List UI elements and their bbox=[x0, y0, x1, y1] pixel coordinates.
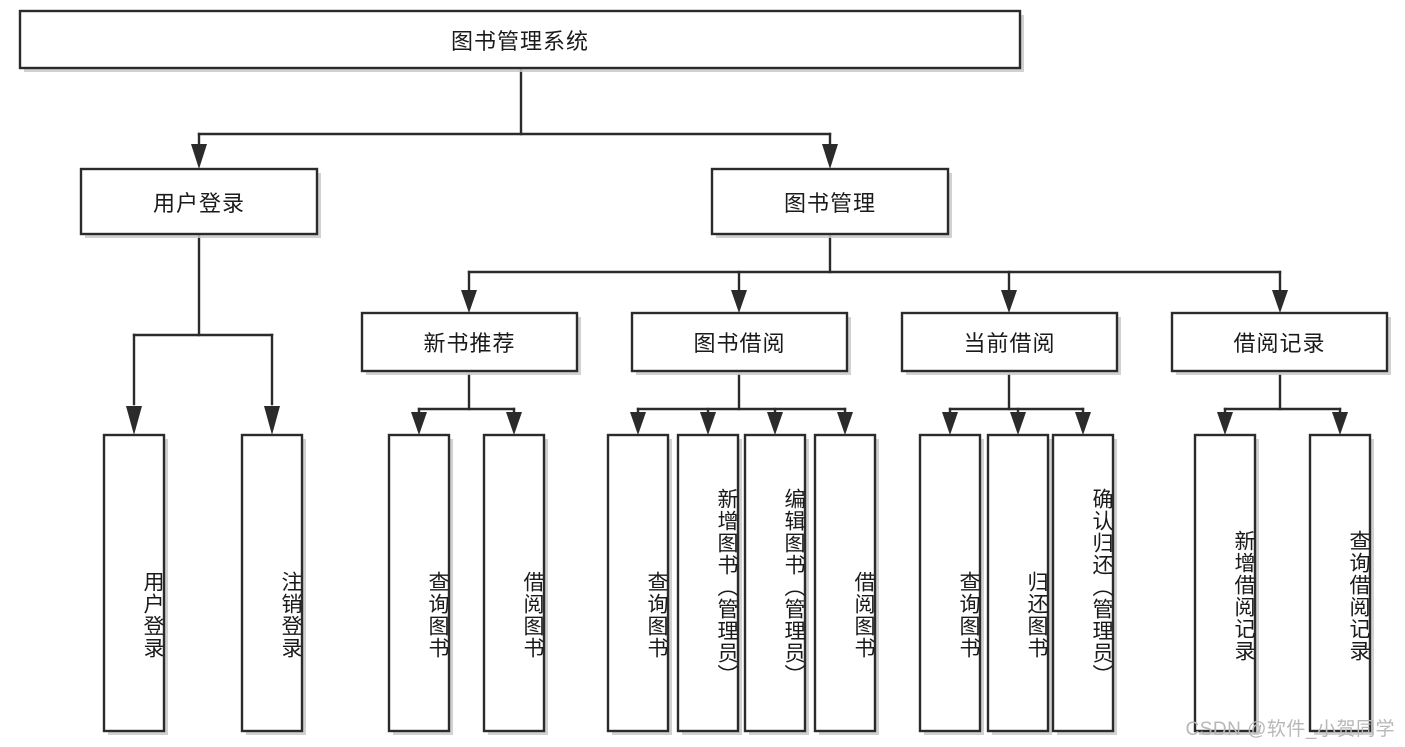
node-rect-leaf-return-book[interactable] bbox=[986, 433, 1050, 733]
node-rect-leaf-borrow-book-1[interactable] bbox=[482, 433, 546, 733]
node-rect-new-book-recommend[interactable] bbox=[360, 311, 579, 373]
node-rect-leaf-user-logout[interactable] bbox=[240, 433, 304, 733]
arrow-head-leaf-user-logout bbox=[264, 406, 280, 435]
node-rect-leaf-query-record[interactable] bbox=[1308, 433, 1372, 733]
csdn-watermark: CSDN @软件_小贺同学 bbox=[1185, 719, 1395, 740]
node-rect-current-borrow[interactable] bbox=[900, 311, 1119, 373]
node-rect-leaf-confirm-return[interactable] bbox=[1051, 433, 1115, 733]
node-rect-borrow-record[interactable] bbox=[1170, 311, 1389, 373]
arrow-head-leaf-return-book bbox=[1010, 412, 1026, 435]
arrow-head-leaf-query-book-2 bbox=[630, 412, 646, 435]
arrow-head-leaf-add-book bbox=[700, 412, 716, 435]
connector-group-new-book-recommend bbox=[411, 373, 522, 435]
node-rect-book-borrow[interactable] bbox=[630, 311, 849, 373]
arrow-head-leaf-edit-book bbox=[767, 412, 783, 435]
connector-group-book-management bbox=[461, 232, 1288, 313]
node-rect-leaf-add-record[interactable] bbox=[1193, 433, 1257, 733]
connector-group-user-login bbox=[126, 232, 280, 435]
arrow-head-leaf-query-book-1 bbox=[411, 412, 427, 435]
node-rect-leaf-borrow-book-2[interactable] bbox=[813, 433, 877, 733]
arrow-head-book-borrow bbox=[731, 290, 747, 313]
arrow-head-leaf-user-login bbox=[126, 406, 142, 435]
node-rect-user-login[interactable] bbox=[79, 167, 319, 236]
connector-group-borrow-record bbox=[1217, 373, 1348, 435]
node-boxes bbox=[18, 9, 1391, 735]
connector-group-root bbox=[191, 66, 838, 169]
arrow-head-leaf-borrow-book-1 bbox=[506, 412, 522, 435]
arrow-head-leaf-add-record bbox=[1217, 412, 1233, 435]
arrow-head-user-login bbox=[191, 144, 207, 169]
arrow-head-current-borrow bbox=[1001, 290, 1017, 313]
arrow-head-book-management bbox=[822, 144, 838, 169]
arrow-head-borrow-record bbox=[1272, 290, 1288, 313]
arrow-head-leaf-borrow-book-2 bbox=[837, 412, 853, 435]
node-rect-book-management[interactable] bbox=[710, 167, 950, 236]
node-rect-leaf-query-book-3[interactable] bbox=[918, 433, 982, 733]
node-rect-leaf-query-book-2[interactable] bbox=[606, 433, 670, 733]
arrow-head-leaf-confirm-return bbox=[1075, 412, 1091, 435]
arrow-head-new-book-recommend bbox=[461, 290, 477, 313]
node-rect-root[interactable] bbox=[18, 9, 1022, 70]
node-rect-leaf-query-book-1[interactable] bbox=[387, 433, 451, 733]
node-rect-leaf-add-book[interactable] bbox=[676, 433, 740, 733]
arrow-head-leaf-query-record bbox=[1332, 412, 1348, 435]
node-rect-leaf-user-login[interactable] bbox=[102, 433, 166, 733]
arrow-head-leaf-query-book-3 bbox=[942, 412, 958, 435]
node-rect-leaf-edit-book[interactable] bbox=[743, 433, 807, 733]
connector-group-book-borrow bbox=[630, 373, 853, 435]
connector-group-current-borrow bbox=[942, 373, 1091, 435]
